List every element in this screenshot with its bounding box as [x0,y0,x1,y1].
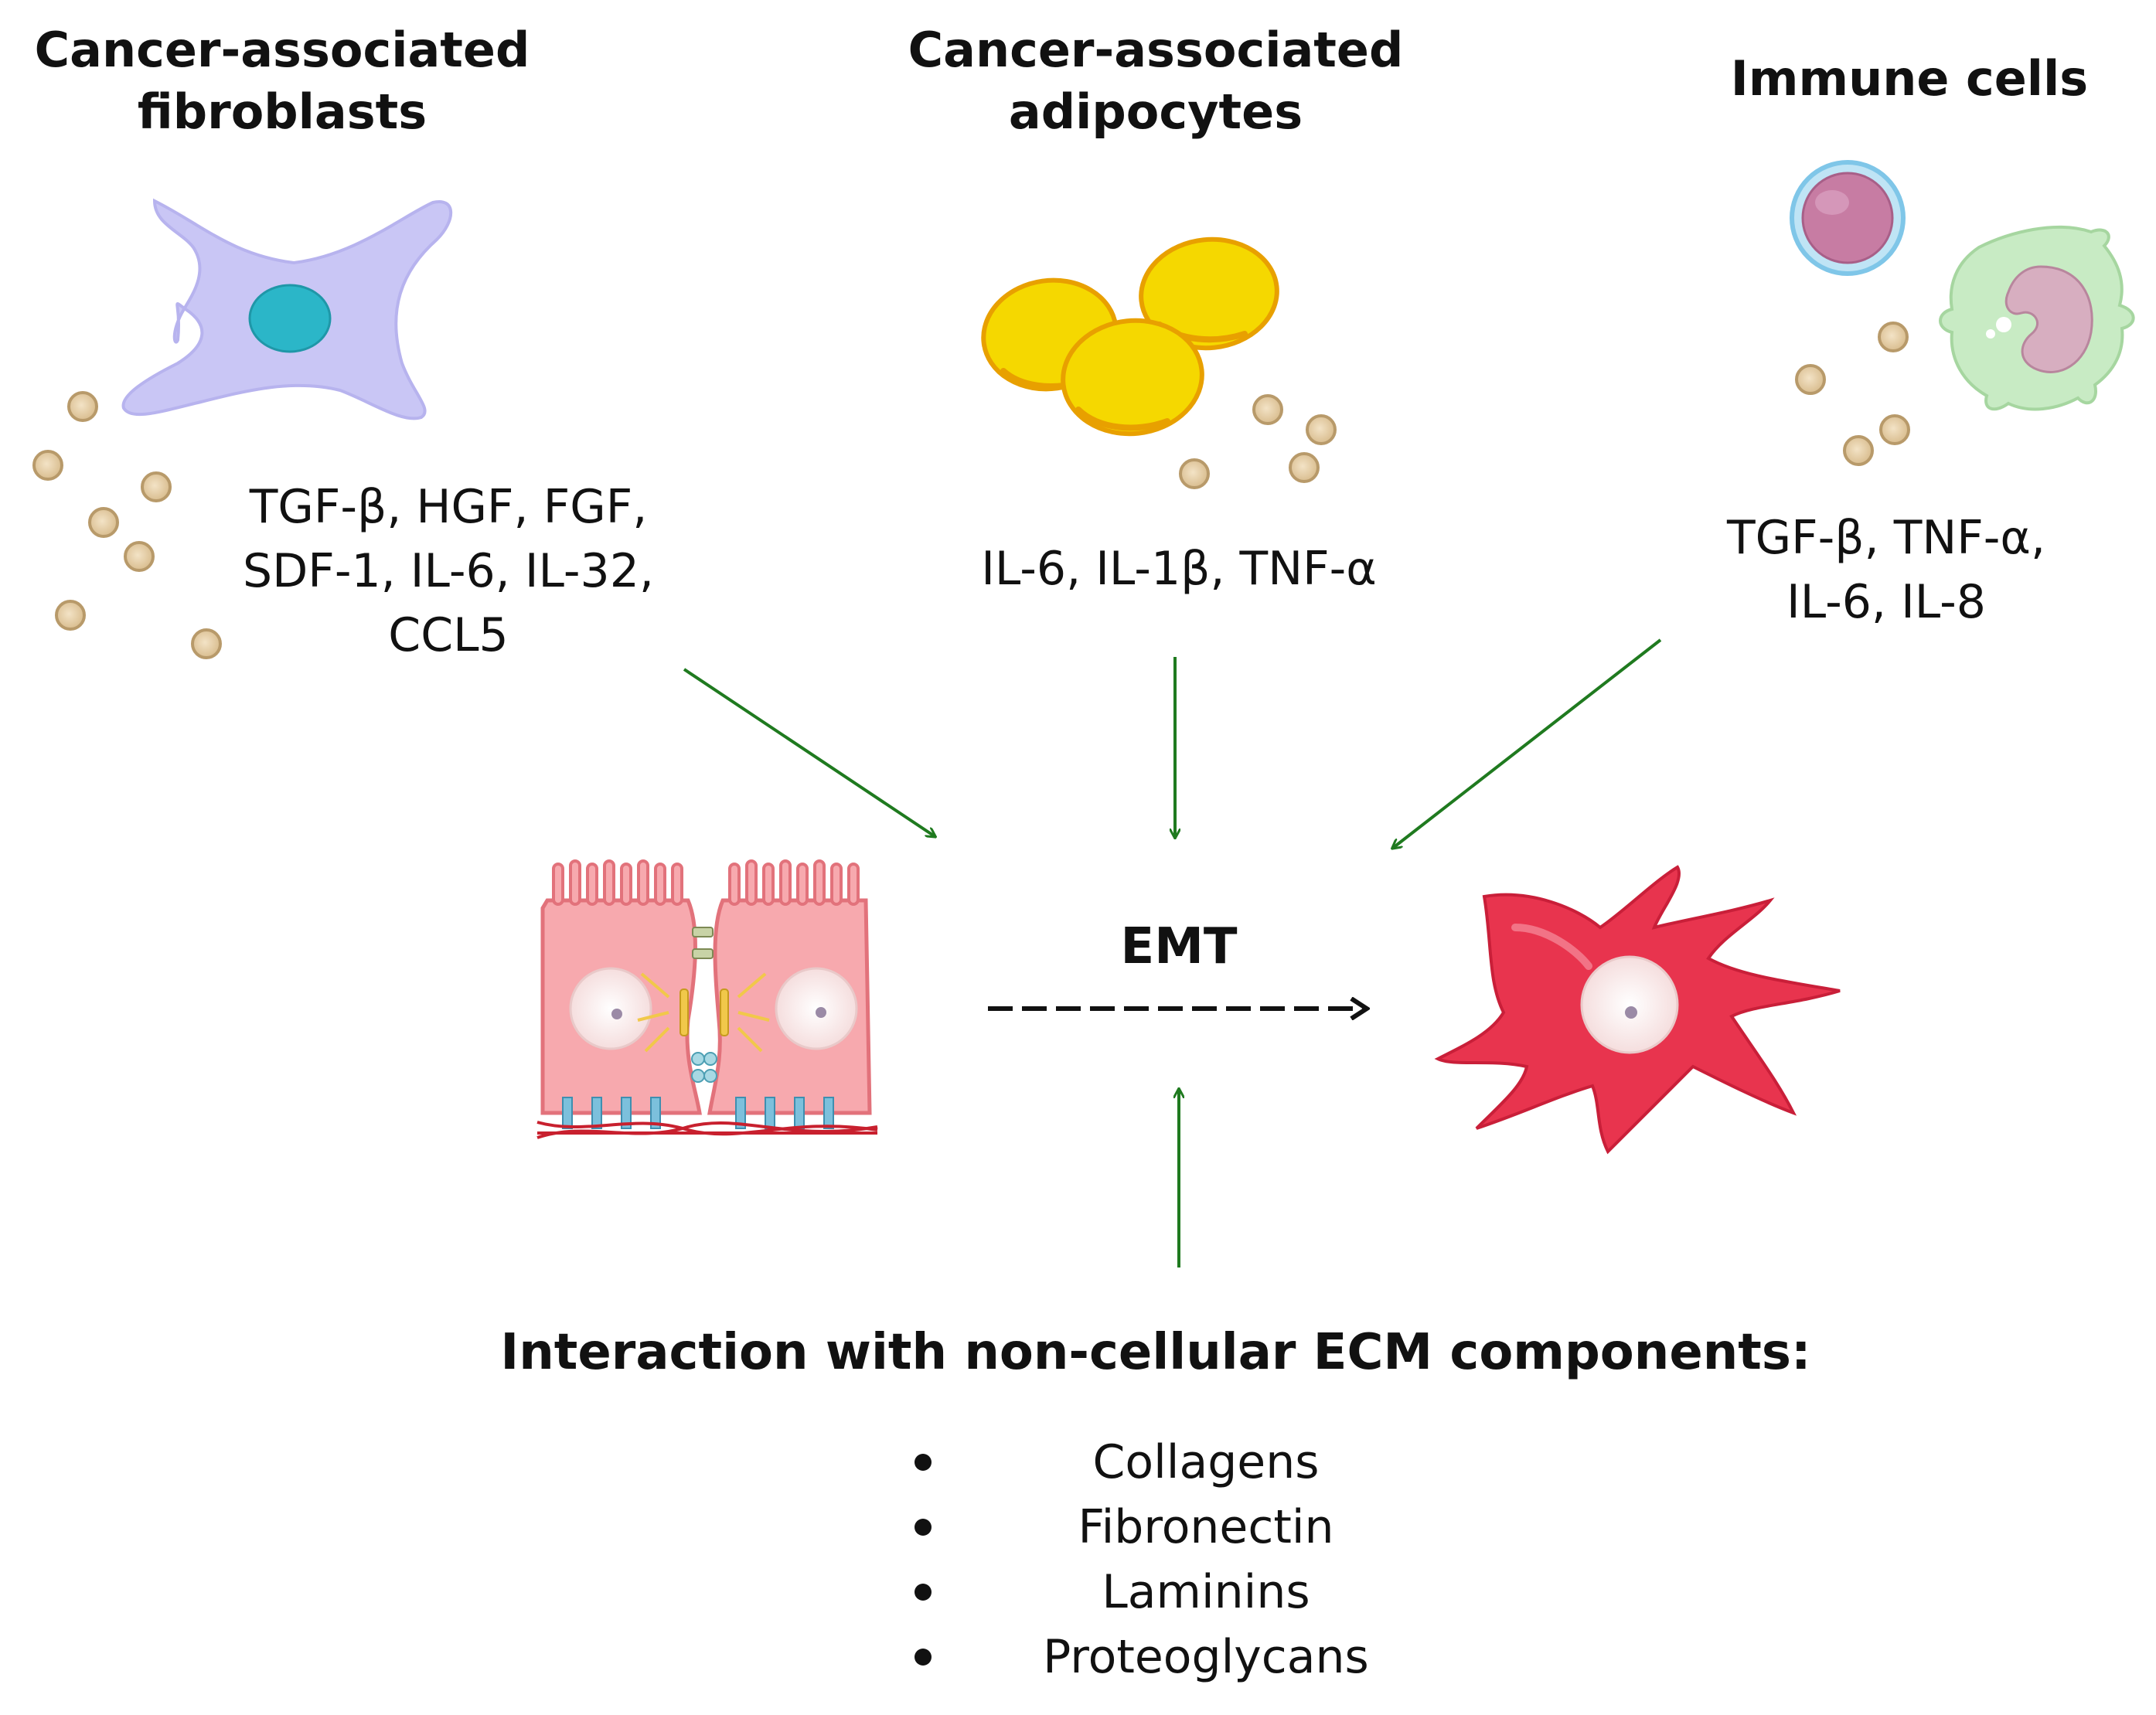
fibroblast-vesicles [32,391,222,659]
fibroblast-nucleus-icon [248,284,332,353]
ecm-item-proteoglycans: Proteoglycans [1043,1630,1369,1684]
ecm-bullet [915,1649,932,1666]
adipocytes-factors: IL-6, IL-1β, TNF-α [981,542,1377,596]
lymphocyte-icon [1790,160,1906,276]
adipocyte-vesicles [1179,394,1337,489]
ecm-title: Interaction with non-cellular ECM compon… [500,1324,1811,1381]
ecm-bullet [915,1454,932,1471]
signal-arrows [683,638,1662,1268]
ecm-item-fibronectin: Fibronectin [1078,1500,1334,1554]
emt-label: EMT [1120,918,1238,975]
immune-cells-factors: TGF-β, TNF-α, IL-6, IL-8 [1726,511,2046,629]
ecm-item-collagens: Collagens [1092,1435,1320,1489]
macrophage-icon [1939,225,2135,411]
adipocyte-cluster-icon [981,236,1279,437]
fibroblasts-factors: TGF-β, HGF, FGF, SDF-1, IL-6, IL-32, CCL… [243,480,654,662]
adipocytes-title: Cancer-associated adipocytes [908,22,1404,140]
mesenchymal-cell-icon [1434,865,1841,1155]
arrow-immune-to-emt [1393,638,1662,848]
fibroblasts-title: Cancer-associated fibroblasts [34,22,530,140]
ecm-bullet [915,1519,932,1536]
ecm-item-laminins: Laminins [1102,1565,1310,1619]
immune-vesicles [1795,322,1910,466]
arrow-fibroblasts-to-emt [683,668,935,836]
fibroblast-cell-icon [121,198,453,420]
ecm-bullet [915,1584,932,1601]
immune-cells-title: Immune cells [1730,50,2089,107]
epithelial-cells-icon [536,859,878,1139]
